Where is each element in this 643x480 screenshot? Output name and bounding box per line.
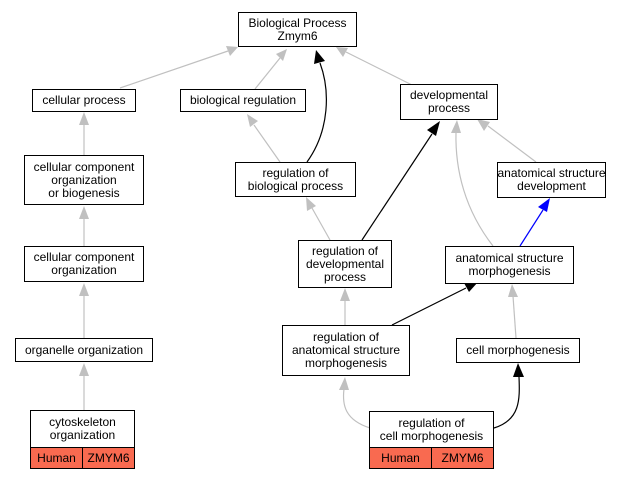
edge-rcm-to-rasm — [342, 388, 371, 429]
edge-cellular-process-to-root — [119, 50, 229, 89]
arrowhead — [314, 50, 325, 64]
node-label-line: regulation of — [311, 243, 379, 258]
node-label-line: developmental — [409, 88, 489, 102]
node-label-line: anatomical structure — [291, 343, 401, 357]
edge-asd-to-developmental-process — [487, 125, 537, 163]
edge-biological-regulation-to-root — [254, 57, 281, 90]
arrowhead — [513, 363, 524, 377]
arrowhead — [427, 121, 440, 136]
arrowhead — [508, 284, 518, 297]
node-label-line: regulation of — [312, 330, 380, 344]
arrowhead — [247, 114, 258, 127]
node-label-line: anatomical structure — [455, 251, 564, 265]
arrowhead — [306, 197, 316, 211]
edge-cell-morphogenesis-to-asm — [512, 295, 517, 339]
node-label-line: developmental — [305, 256, 385, 271]
arrowhead — [538, 198, 550, 212]
node-label-line: organization — [51, 263, 117, 277]
edge-asm-to-asd — [519, 209, 544, 247]
node-label-line: organization — [49, 428, 116, 442]
arrowhead — [79, 206, 89, 219]
edge-developmental-process-to-root — [345, 51, 413, 86]
edge-rcm-to-cell-morphogenesis — [493, 376, 520, 429]
node-cellular-process[interactable]: cellular process — [32, 89, 136, 112]
annotation-row-regulation-of-cell-morphogenesis: Human ZMYM6 — [369, 448, 494, 469]
node-label-line: cell morphogenesis — [466, 343, 570, 357]
node-label-line: Zmym6 — [277, 28, 318, 43]
arrowhead — [339, 377, 349, 390]
node-biological-regulation[interactable]: biological regulation — [180, 89, 306, 112]
node-label-line: Biological Process — [248, 15, 347, 30]
node-label-line: cellular process — [42, 93, 126, 107]
edge-regulation-of-bp-to-root — [306, 62, 327, 163]
edge-rdp-to-regulation-of-bp — [311, 207, 331, 241]
node-label-line: cellular component — [33, 159, 135, 174]
node-label-line: regulation of — [398, 415, 465, 430]
node-label-line: cytoskeleton — [49, 415, 116, 429]
arrowhead — [79, 112, 89, 125]
node-label-line: organization — [51, 172, 117, 187]
annotation-row-cytoskeleton-organization: Human ZMYM6 — [30, 448, 135, 469]
arrowhead — [79, 283, 89, 296]
node-label-line: biological process — [247, 178, 344, 193]
arrowhead — [464, 282, 478, 292]
edge-rdp-to-developmental-process — [361, 133, 433, 241]
edge-rasm-to-asm — [391, 287, 467, 326]
node-label-line: process — [323, 269, 367, 284]
gene-badge: ZMYM6 — [82, 448, 134, 468]
node-label-line: morphogenesis — [304, 356, 388, 370]
species-badge: Human — [370, 448, 431, 468]
arrowhead — [226, 46, 238, 56]
arrowhead — [340, 288, 350, 301]
arrowhead — [79, 363, 89, 376]
node-organelle-organization[interactable]: organelle organization — [15, 338, 153, 362]
arrowhead — [276, 49, 287, 61]
arrowhead — [336, 47, 348, 57]
arrowhead — [477, 119, 490, 131]
node-label-line: organelle organization — [24, 342, 144, 357]
node-label-line: regulation of — [262, 165, 329, 180]
node-label-line: development — [517, 179, 586, 193]
node-label-line: anatomical structure — [497, 166, 606, 180]
node-label-line: cellular component — [33, 250, 135, 264]
gene-badge: ZMYM6 — [431, 448, 493, 468]
node-cell-morphogenesis[interactable]: cell morphogenesis — [456, 338, 580, 363]
node-label-line: process — [427, 101, 471, 115]
node-label-line: biological regulation — [189, 93, 297, 107]
edge-regulation-of-bp-to-biological-regulation — [253, 124, 281, 163]
node-label-line: cell morphogenesis — [379, 428, 484, 443]
node-label-line: or biogenesis — [48, 185, 120, 200]
arrowhead — [451, 120, 461, 133]
node-label-line: morphogenesis — [468, 264, 551, 278]
species-badge: Human — [31, 448, 82, 468]
edge-asm-to-developmental-process — [455, 131, 494, 247]
